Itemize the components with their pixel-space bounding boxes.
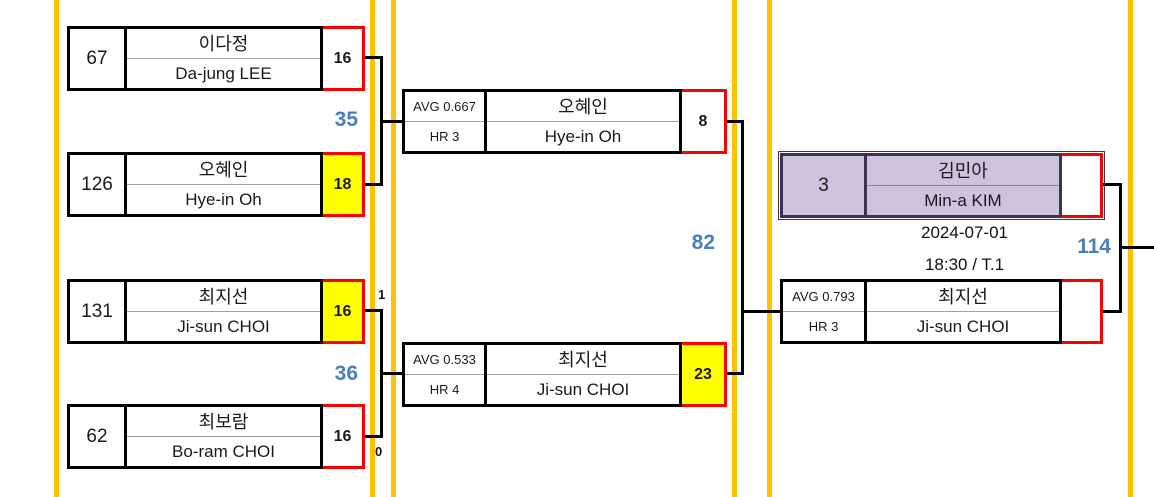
score-cell-winner: 16 xyxy=(323,279,365,344)
player-name-korean: 김민아 xyxy=(867,156,1059,186)
player-name-korean: 오혜인 xyxy=(487,92,679,122)
player-name-korean: 최지선 xyxy=(487,345,679,375)
player-name-korean: 오혜인 xyxy=(127,155,320,185)
stat-average: AVG 0.793 xyxy=(783,282,864,312)
match3-total-points: 82 xyxy=(691,231,715,254)
player-name-english: Ji-sun CHOI xyxy=(916,317,1010,336)
player-name-korean: 이다정 xyxy=(127,29,320,59)
stat-high-run: HR 3 xyxy=(429,129,460,144)
score-cell-winner: 23 xyxy=(682,342,727,407)
connector-line xyxy=(363,435,382,438)
seed-number: 131 xyxy=(67,279,127,344)
score-cell-empty xyxy=(1062,279,1103,344)
column-divider xyxy=(732,0,737,497)
seed-number: 126 xyxy=(67,152,127,217)
match1-total-points: 35 xyxy=(334,108,358,131)
match-date: 2024-07-01 xyxy=(921,223,1008,242)
round3-player2-box: AVG 0.793 HR 3 최지선 Ji-sun CHOI xyxy=(780,279,1103,344)
column-divider xyxy=(54,0,59,497)
connector-line xyxy=(363,309,382,312)
player-name-korean: 최보람 xyxy=(127,407,320,437)
connector-line xyxy=(383,372,402,375)
round1-player1-box: 67 이다정 Da-jung LEE 16 xyxy=(67,26,365,91)
connector-line xyxy=(744,310,780,313)
player-stats-cell: AVG 0.533 HR 4 xyxy=(402,342,487,407)
player-name-english: Ji-sun CHOI xyxy=(177,317,270,336)
stat-high-run: HR 3 xyxy=(808,319,839,334)
player-name-cell: 오혜인 Hye-in Oh xyxy=(487,89,682,154)
final-total-points: 114 xyxy=(1077,235,1111,258)
connector-line xyxy=(363,56,382,59)
player-name-cell: 오혜인 Hye-in Oh xyxy=(127,152,323,217)
player-name-cell: 이다정 Da-jung LEE xyxy=(127,26,323,91)
stat-high-run: HR 4 xyxy=(429,382,460,397)
seed-number: 62 xyxy=(67,404,127,469)
score-cell: 16 xyxy=(323,404,365,469)
round3-seeded-player-box: 3 김민아 Min-a KIM xyxy=(778,151,1105,220)
round1-player4-box: 62 최보람 Bo-ram CHOI 16 xyxy=(67,404,365,469)
player-name-cell: 최보람 Bo-ram CHOI xyxy=(127,404,323,469)
connector-line xyxy=(380,309,383,438)
player-name-korean: 최지선 xyxy=(127,282,320,312)
match2-total-points: 36 xyxy=(334,362,358,385)
score-cell-empty xyxy=(1062,153,1103,218)
connector-line xyxy=(1122,246,1154,249)
round1-player2-box: 126 오혜인 Hye-in Oh 18 xyxy=(67,152,365,217)
connector-line xyxy=(727,120,744,123)
connector-line xyxy=(727,372,744,375)
connector-line xyxy=(741,120,744,375)
stat-average: AVG 0.667 xyxy=(405,92,484,122)
player-name-cell: 최지선 Ji-sun CHOI xyxy=(487,342,682,407)
round1-player3-box: 131 최지선 Ji-sun CHOI 16 xyxy=(67,279,365,344)
column-divider xyxy=(370,0,375,497)
set-score-lower: 0 xyxy=(375,444,383,459)
connector-line xyxy=(1103,183,1122,186)
player-stats-cell: AVG 0.667 HR 3 xyxy=(402,89,487,154)
set-score-upper: 1 xyxy=(378,287,386,302)
player-name-english: Da-jung LEE xyxy=(175,64,272,83)
player-name-cell: 최지선 Ji-sun CHOI xyxy=(127,279,323,344)
player-name-cell: 김민아 Min-a KIM xyxy=(867,153,1062,218)
seed-number: 3 xyxy=(780,153,867,218)
stat-average: AVG 0.533 xyxy=(405,345,484,375)
round2-player2-box: AVG 0.533 HR 4 최지선 Ji-sun CHOI 23 xyxy=(402,342,727,407)
player-stats-cell: AVG 0.793 HR 3 xyxy=(780,279,867,344)
player-name-cell: 최지선 Ji-sun CHOI xyxy=(867,279,1062,344)
connector-line xyxy=(363,183,382,186)
match-time-table: 18:30 / T.1 xyxy=(924,255,1005,274)
column-divider xyxy=(767,0,772,497)
player-name-english: Hye-in Oh xyxy=(544,127,622,146)
score-cell: 16 xyxy=(323,26,365,91)
seed-number: 67 xyxy=(67,26,127,91)
connector-line xyxy=(1119,183,1122,313)
connector-line xyxy=(380,56,383,186)
score-cell-winner: 18 xyxy=(323,152,365,217)
player-name-english: Bo-ram CHOI xyxy=(172,442,275,461)
player-name-english: Hye-in Oh xyxy=(185,190,262,209)
column-divider xyxy=(391,0,396,497)
player-name-english: Min-a KIM xyxy=(924,191,1002,210)
player-name-korean: 최지선 xyxy=(867,282,1059,312)
connector-line xyxy=(1103,310,1122,313)
player-name-english: Ji-sun CHOI xyxy=(536,380,630,399)
score-cell: 8 xyxy=(682,89,727,154)
connector-line xyxy=(383,120,402,123)
round2-player1-box: AVG 0.667 HR 3 오혜인 Hye-in Oh 8 xyxy=(402,89,727,154)
